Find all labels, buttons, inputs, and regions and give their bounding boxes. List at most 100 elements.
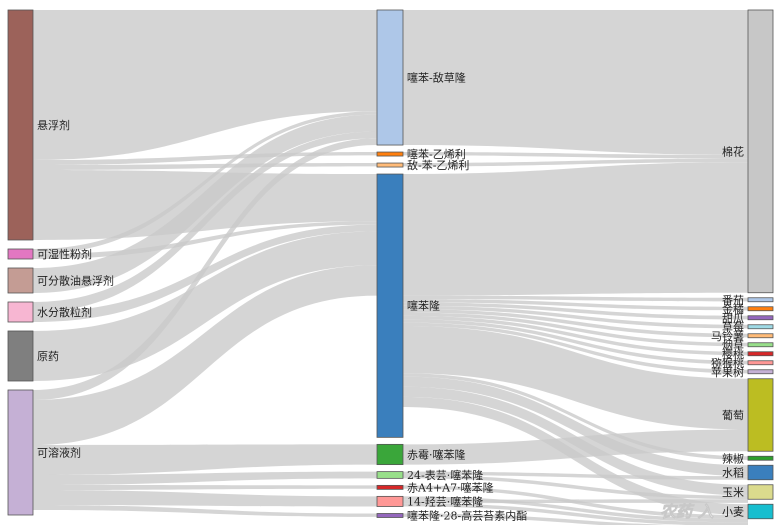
- node-kiwi[interactable]: [747, 360, 774, 366]
- link-hbr_tdz-to-wheat: [403, 496, 748, 523]
- link-sl-to-epi_tdz: [33, 471, 377, 485]
- node-label-suspension: 悬浮剂: [37, 118, 70, 132]
- node-epi_tdz[interactable]: [376, 471, 404, 479]
- node-label-tc: 原药: [37, 350, 59, 363]
- node-label-sl: 可溶液剂: [37, 446, 81, 460]
- node-cherry[interactable]: [747, 351, 774, 357]
- link-tdz-to-strawberry: [403, 305, 748, 329]
- node-label-tdz_ethephon: 噻苯-乙烯利: [407, 147, 466, 161]
- link-epi_tdz-to-corn: [403, 474, 748, 500]
- node-hbr_tdz[interactable]: [376, 495, 404, 507]
- link-hbr_tdz-to-wheat: [403, 503, 748, 525]
- link-sl-to-ga_tdz: [33, 444, 377, 475]
- node-melon[interactable]: [747, 315, 774, 321]
- link-tdz-to-rice: [403, 376, 748, 477]
- node-kumquat[interactable]: [747, 306, 774, 312]
- node-potato[interactable]: [747, 333, 774, 339]
- node-label-hbr_tdz: 14-羟芸·噻苯隆: [407, 494, 483, 508]
- link-tdz_diuron-to-cotton: [403, 10, 748, 155]
- link-epi_tdz-to-rice: [403, 471, 748, 480]
- sankey-links: [33, 10, 748, 525]
- node-grape[interactable]: [747, 378, 774, 452]
- link-sl-to-hbr_tdz: [33, 490, 377, 507]
- link-tdz_28-to-wheat: [403, 513, 673, 525]
- link-diuron_ethephon-to-cotton: [403, 158, 748, 167]
- node-rice[interactable]: [747, 464, 774, 481]
- node-label-cotton: 棉花: [722, 144, 744, 158]
- node-tdz[interactable]: [376, 173, 404, 438]
- link-tdz-to-kiwi: [403, 319, 748, 365]
- link-tdz_ethephon-to-cotton: [403, 152, 748, 159]
- node-strawberry[interactable]: [747, 324, 774, 330]
- link-suspension-to-diuron_ethephon: [33, 163, 377, 170]
- node-wheat[interactable]: [747, 503, 774, 520]
- node-label-tdz_28: 噻苯隆·28-高芸苔素内酯: [407, 508, 527, 522]
- node-label-strawberry: 草莓: [722, 321, 744, 334]
- node-sl[interactable]: [7, 389, 34, 516]
- watermark-logo: 农药 入: [660, 502, 714, 522]
- sankey-labels: 悬浮剂可湿性粉剂可分散油悬浮剂水分散粒剂原药可溶液剂噻苯-敌草隆噻苯-乙烯利敌-…: [37, 71, 744, 523]
- node-label-grape: 葡萄: [722, 409, 744, 422]
- link-wp-to-tdz_diuron: [33, 111, 377, 254]
- node-label-cherry: 樱桃: [722, 347, 744, 361]
- link-sl-to-tdz_diuron: [33, 138, 377, 401]
- link-tdz-to-apple: [403, 322, 748, 374]
- link-wp-to-tdz: [33, 221, 377, 259]
- node-label-epi_tdz: 24-表芸·噻苯隆: [407, 468, 483, 482]
- link-ga_tdz-to-grape: [403, 429, 748, 465]
- node-diuron_ethephon[interactable]: [376, 162, 404, 168]
- node-ga47_tdz[interactable]: [376, 484, 404, 490]
- node-pepper[interactable]: [747, 455, 774, 461]
- link-tdz-to-kumquat: [403, 298, 748, 311]
- node-tomato[interactable]: [747, 297, 774, 303]
- node-label-kiwi: 猕猴桃: [711, 356, 744, 370]
- node-label-tomato: 番茄: [722, 293, 744, 307]
- node-wg[interactable]: [7, 301, 34, 323]
- link-suspension-to-tdz_diuron: [33, 10, 377, 160]
- link-tdz-to-pepper: [403, 373, 748, 460]
- node-ga_tdz[interactable]: [376, 443, 404, 466]
- node-label-wg: 水分散粒剂: [37, 305, 92, 319]
- node-label-wp: 可湿性粉剂: [37, 247, 92, 261]
- node-label-pepper: 辣椒: [722, 451, 744, 465]
- link-tc-to-tdz: [33, 231, 377, 381]
- link-tdz-to-melon: [403, 302, 748, 320]
- node-tdz_ethephon[interactable]: [376, 151, 404, 157]
- link-tdz-to-grape: [403, 325, 748, 430]
- link-tdz-to-potato: [403, 309, 748, 338]
- watermark-text: 农药 入: [660, 502, 714, 521]
- node-tdz_diuron[interactable]: [376, 9, 404, 146]
- node-label-wheat: 小麦: [722, 506, 744, 519]
- node-label-corn: 玉米: [722, 486, 744, 499]
- node-label-tdz_diuron: 噻苯-敌草隆: [407, 71, 466, 85]
- node-wp[interactable]: [7, 248, 34, 260]
- node-label-melon: 甜瓜: [722, 312, 744, 325]
- sankey-nodes: [7, 9, 774, 520]
- node-label-ga_tdz: 赤霉·噻苯隆: [407, 447, 466, 461]
- node-tc[interactable]: [7, 330, 34, 382]
- node-apple[interactable]: [747, 369, 774, 375]
- node-label-diuron_ethephon: 敌-苯-乙烯利: [407, 158, 469, 172]
- node-label-potato: 马铃薯: [711, 329, 744, 343]
- node-cotton[interactable]: [747, 9, 774, 294]
- link-od-to-tdz_diuron: [33, 114, 377, 293]
- node-label-tdz: 噻苯隆: [407, 299, 440, 313]
- link-hbr_tdz-to-corn: [403, 499, 748, 504]
- link-wg-to-tdz: [33, 224, 377, 322]
- link-sl-to-ga47_tdz: [33, 485, 377, 490]
- link-tdz-to-tomato: [403, 295, 748, 302]
- node-tdz_28[interactable]: [376, 513, 404, 518]
- node-label-rice: 水稻: [722, 467, 744, 480]
- link-tdz-to-tobacco: [403, 312, 748, 347]
- node-corn[interactable]: [747, 484, 774, 500]
- link-tdz-to-cherry: [403, 315, 748, 356]
- node-tobacco[interactable]: [747, 342, 774, 348]
- link-sl-to-tdz: [33, 265, 377, 445]
- link-sl-to-tdz_28: [33, 505, 377, 517]
- node-label-apple: 苹果树: [711, 365, 744, 379]
- node-label-tobacco: 烟草: [722, 338, 744, 352]
- link-wg-to-tdz_diuron: [33, 131, 377, 312]
- node-suspension[interactable]: [7, 9, 34, 241]
- node-od[interactable]: [7, 267, 34, 294]
